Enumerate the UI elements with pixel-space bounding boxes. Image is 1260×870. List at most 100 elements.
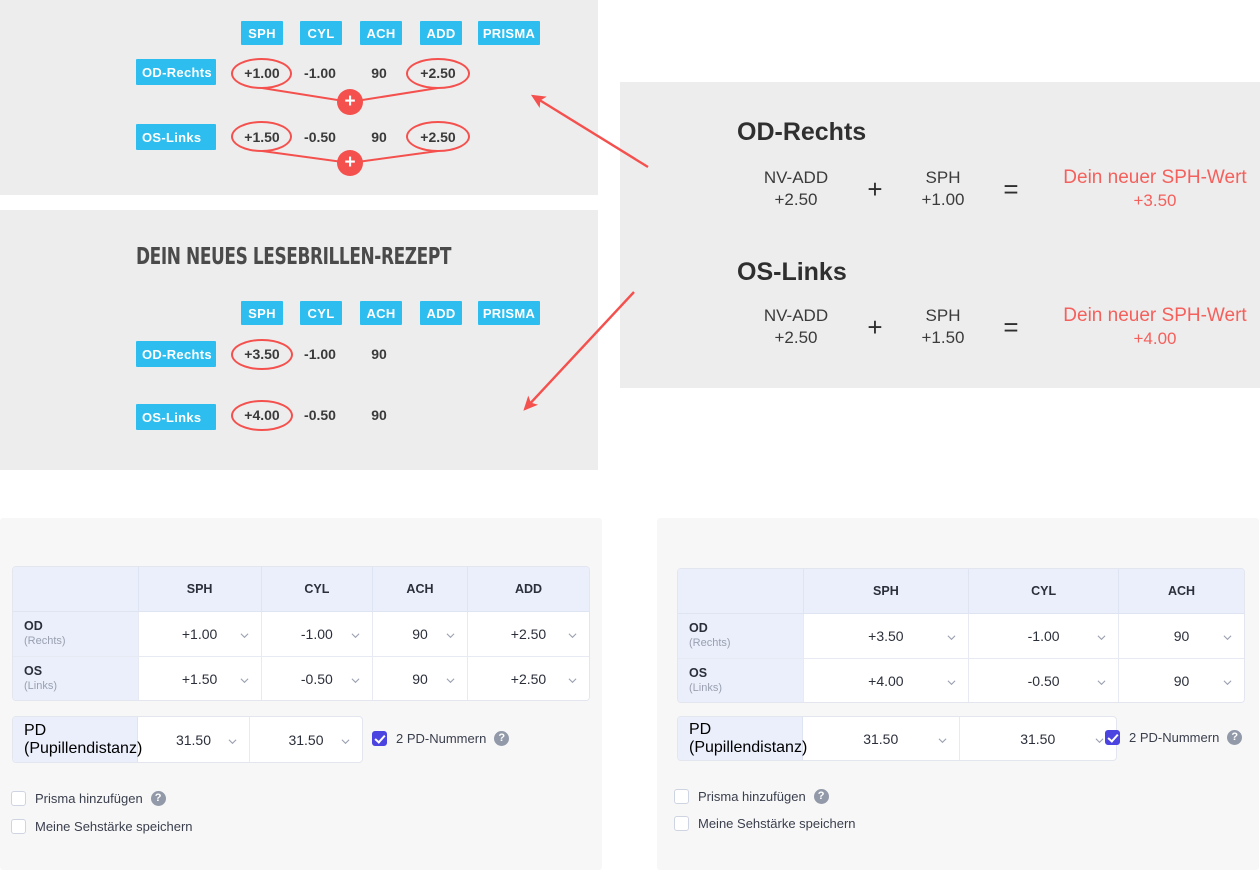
chevron-down-icon[interactable] [240,676,249,685]
os-add-value: +2.50 [510,670,547,687]
pd-value-right[interactable]: 31.50 [138,717,250,762]
cell-od-sph[interactable]: +3.50 [803,613,970,659]
chevron-down-icon[interactable] [1095,736,1104,745]
help-icon[interactable]: ? [494,731,510,746]
prescription-form-right: SPH CYL ACH OD (Rechts) +3.50 -1.00 [657,518,1259,870]
cell-od-ach[interactable]: 90 [1118,613,1244,659]
cell-os-cyl[interactable]: -0.50 [261,656,373,700]
cell-od-ach[interactable]: 90 [372,611,468,657]
prisma-checkbox-row[interactable]: Prisma hinzufügen ? [11,791,166,806]
chevron-down-icon[interactable] [947,633,956,642]
prisma-checkbox-row[interactable]: Prisma hinzufügen ? [674,789,829,804]
chevron-down-icon[interactable] [1097,678,1106,687]
pd-box-right: PD (Pupillendistanz) 31.50 31.50 [677,716,1117,761]
formula-row-os: NV-ADD +2.50 + SPH +1.50 = Dein neuer SP… [737,304,1260,350]
chevron-down-icon[interactable] [228,737,237,746]
prescription-form-left: SPH CYL ACH ADD OD (Rechts) +1.00 -1.00 [0,518,602,870]
os-ach-value: 90 [412,670,428,687]
cell-os-sph[interactable]: +1.50 [138,656,262,700]
two-pd-checkbox[interactable] [1105,730,1120,745]
chevron-down-icon[interactable] [446,631,455,640]
help-icon[interactable]: ? [813,789,829,804]
pd-value-left[interactable]: 31.50 [250,717,362,762]
os-cyl-value: -0.50 [300,670,333,687]
prisma-checkbox[interactable] [674,789,689,804]
chevron-down-icon[interactable] [1097,633,1106,642]
table-header-row: SPH CYL ACH ADD [13,567,589,612]
formula-os-result-label: Dein neuer SPH-Wert [1063,305,1247,326]
formula-od-term1: NV-ADD +2.50 [737,167,855,211]
plus-badge-od: + [337,89,363,115]
rx-table-right: SPH CYL ACH OD (Rechts) +3.50 -1.00 [677,568,1245,703]
old-os-sph-value: +1.50 [244,129,280,145]
help-icon[interactable]: ? [1227,730,1243,745]
row-head-os: OS (Links) [678,658,804,702]
chevron-down-icon[interactable] [1223,633,1232,642]
formula-os-result: Dein neuer SPH-Wert +4.00 [1031,304,1260,350]
two-pd-label: 2 PD-Nummern [1129,730,1220,745]
chevron-down-icon[interactable] [341,737,350,746]
two-pd-checkbox-row[interactable]: 2 PD-Nummern ? [372,731,510,746]
old-od-ach-value: 90 [371,65,387,81]
row-head-od-label: OD [24,619,43,633]
formula-row-od: NV-ADD +2.50 + SPH +1.00 = Dein neuer SP… [737,166,1260,212]
column-header-prisma: PRISMA [478,21,540,45]
two-pd-checkbox[interactable] [372,731,387,746]
cell-os-ach[interactable]: 90 [1118,658,1244,702]
th-cyl: CYL [261,567,373,612]
cell-os-add[interactable]: +2.50 [467,656,589,700]
formula-od-operator: + [867,174,883,204]
chevron-down-icon[interactable] [351,631,360,640]
cell-od-cyl[interactable]: -1.00 [968,613,1119,659]
save-rx-checkbox-row[interactable]: Meine Sehstärke speichern [674,816,856,831]
cell-od-cyl[interactable]: -1.00 [261,611,373,657]
cell-od-sph[interactable]: +1.00 [138,611,262,657]
help-icon[interactable]: ? [150,791,166,806]
old-prescription-panel: SPH CYL ACH ADD PRISMA OD-Rechts +1.00 -… [0,0,598,195]
formula-eye-od: OD-Rechts [737,118,867,146]
save-rx-checkbox[interactable] [11,819,26,834]
formula-od-result-value: +3.50 [1133,191,1177,210]
formula-os-term2-value: +1.50 [921,328,965,347]
row-head-os-label: OS [24,664,43,679]
chevron-down-icon[interactable] [568,631,577,640]
chevron-down-icon[interactable] [947,678,956,687]
row-head-od: OD (Rechts) [678,613,804,659]
two-pd-checkbox-row[interactable]: 2 PD-Nummern ? [1105,730,1243,745]
column-header-ach: ACH [360,21,402,45]
pd-value-left[interactable]: 31.50 [960,717,1117,760]
old-os-cyl-value: -0.50 [304,129,336,145]
prisma-checkbox[interactable] [11,791,26,806]
os-sph-value: +4.00 [868,672,904,689]
th-sph: SPH [138,567,262,612]
cell-os-cyl[interactable]: -0.50 [968,658,1119,702]
formula-od-term1-label: NV-ADD [763,168,829,187]
cell-os-sph[interactable]: +4.00 [803,658,970,702]
connector-lines-old [261,87,439,165]
chevron-down-icon[interactable] [1223,678,1232,687]
chevron-down-icon[interactable] [446,676,455,685]
pd-left-value: 31.50 [288,731,324,748]
chevron-down-icon[interactable] [938,736,947,745]
formula-panel: OD-Rechts NV-ADD +2.50 + SPH +1.00 = Dei… [620,82,1260,388]
table-row: OS (Links) +4.00 -0.50 90 [678,658,1244,702]
cell-od-add[interactable]: +2.50 [467,611,589,657]
formula-os-term1-label: NV-ADD [763,306,829,325]
od-ach-value: 90 [1173,627,1190,644]
cell-os-ach[interactable]: 90 [372,656,468,700]
chevron-down-icon[interactable] [351,676,360,685]
chevron-down-icon[interactable] [568,676,577,685]
formula-os-term1: NV-ADD +2.50 [737,305,855,349]
two-pd-label: 2 PD-Nummern [396,731,487,746]
save-rx-checkbox-row[interactable]: Meine Sehstärke speichern [11,819,193,834]
save-rx-checkbox[interactable] [674,816,689,831]
od-sph-value: +1.00 [181,625,218,642]
chevron-down-icon[interactable] [240,631,249,640]
old-od-add-value: +2.50 [420,65,456,81]
save-rx-label: Meine Sehstärke speichern [698,816,856,831]
eye-label-os: OS-Links [136,124,216,150]
od-cyl-value: -1.00 [300,625,333,642]
pd-value-right[interactable]: 31.50 [803,717,960,760]
pd-box-left: PD (Pupillendistanz) 31.50 31.50 [12,716,363,763]
th-ach: ACH [372,567,468,612]
